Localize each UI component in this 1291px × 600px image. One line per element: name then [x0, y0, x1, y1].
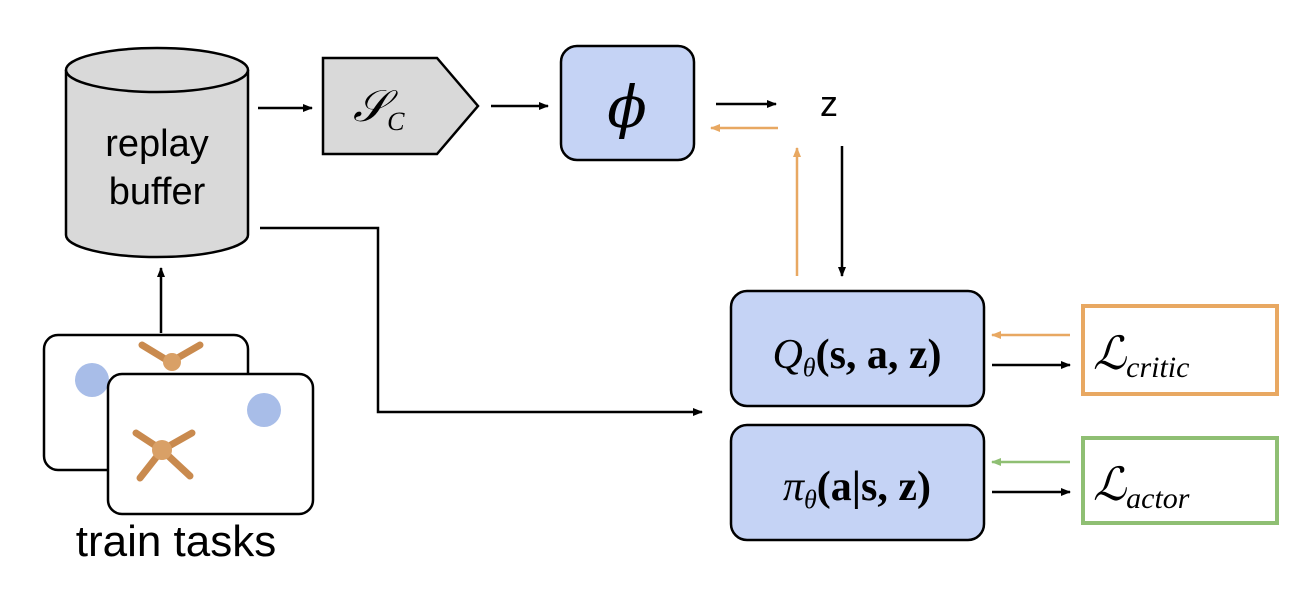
actor-loss-box: ℒactor [1081, 436, 1279, 525]
context-sampler: 𝒮C [321, 56, 480, 156]
critic-loss-box: ℒcritic [1081, 304, 1279, 396]
goal-dot-icon [247, 393, 281, 427]
arrow-buffer-to-networks [260, 226, 703, 416]
train-task-card-front [106, 372, 315, 516]
replay-buffer-label-line1: replay [105, 123, 209, 165]
train-tasks-caption: train tasks [76, 517, 277, 566]
encoder-symbol: ϕ [607, 73, 647, 141]
actor-label: πθ(a|s, z) [783, 464, 931, 514]
critic-loss-label: ℒcritic [1093, 328, 1189, 384]
encoder-phi: ϕ [559, 44, 696, 162]
actor-network: πθ(a|s, z) [729, 423, 986, 542]
critic-network: Qθ(s, a, z) [729, 289, 986, 408]
latent-z: z [820, 83, 838, 124]
goal-dot-icon [75, 363, 109, 397]
replay-buffer: replay buffer [64, 46, 250, 259]
actor-loss-label: ℒactor [1093, 459, 1190, 515]
replay-buffer-label-line2: buffer [109, 171, 206, 213]
critic-label: Qθ(s, a, z) [772, 332, 941, 382]
